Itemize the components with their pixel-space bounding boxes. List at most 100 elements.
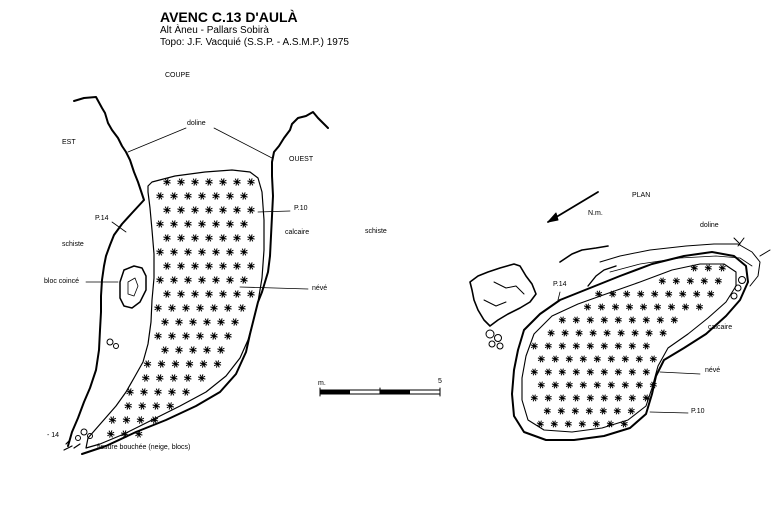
snow-star <box>642 368 650 376</box>
snow-star <box>690 264 698 272</box>
snow-star <box>170 276 178 284</box>
snow-star <box>213 360 222 368</box>
snow-star <box>578 420 586 428</box>
snow-star <box>140 388 148 396</box>
scale-unit: m. <box>318 380 326 387</box>
snow-star <box>233 206 241 214</box>
snow-star <box>233 290 241 298</box>
snow-star <box>639 303 648 311</box>
snow-star <box>182 388 190 396</box>
coupe-label-fissure: fissure bouchée (neige, blocs) <box>97 444 191 451</box>
snow-star <box>157 360 166 368</box>
snow-star <box>557 407 565 415</box>
plan-block <box>496 342 504 350</box>
snow-star <box>191 206 199 214</box>
neve-pattern-plan <box>530 264 726 428</box>
snow-star <box>593 355 601 363</box>
snow-star <box>600 342 608 350</box>
snow-star <box>226 192 234 200</box>
snow-star <box>572 368 580 376</box>
snow-star <box>614 394 622 402</box>
plan-label-p10: P.10 <box>691 408 705 415</box>
snow-star <box>558 342 566 350</box>
neve-pattern-coupe <box>106 178 255 438</box>
plan-north-label: N.m. <box>588 210 603 217</box>
snow-star <box>627 407 635 415</box>
snow-star <box>681 303 690 311</box>
snow-star <box>191 290 199 298</box>
snow-star <box>166 402 175 410</box>
snow-star <box>656 316 664 324</box>
snow-star <box>704 264 712 272</box>
snow-star <box>543 407 551 415</box>
coupe-block <box>113 343 119 349</box>
plan-doline-arrow-1 <box>733 237 745 247</box>
snow-star <box>122 416 131 424</box>
coupe-label-calcaire: calcaire <box>285 229 310 236</box>
snow-star <box>659 329 667 337</box>
snow-star <box>628 368 636 376</box>
snow-star <box>718 264 726 272</box>
snow-star <box>614 368 622 376</box>
plan-chamber-outline <box>511 251 749 441</box>
coupe-label-schiste-left: schiste <box>62 241 84 248</box>
coupe-west-wall <box>81 111 329 455</box>
survey-credit: Topo: J.F. Vacquié (S.S.P. - A.S.M.P.) 1… <box>160 37 349 48</box>
neve-outline-plan <box>521 263 737 433</box>
snow-star <box>572 316 580 324</box>
plan-doline-rim-inner <box>609 255 753 273</box>
snow-star <box>565 355 573 363</box>
snow-star <box>651 290 659 298</box>
snow-star <box>191 178 199 186</box>
snow-star <box>156 248 164 256</box>
plan-doline-rim <box>599 243 761 287</box>
snow-star <box>170 220 178 228</box>
plan-block <box>730 292 738 300</box>
snow-star <box>579 355 587 363</box>
snow-star <box>198 192 206 200</box>
coupe-east-wall <box>67 96 145 447</box>
snow-star <box>189 346 197 354</box>
snow-star <box>599 407 607 415</box>
survey-title: AVENC C.13 D'AULÀ <box>160 9 298 25</box>
plan-rock-spur <box>587 265 617 287</box>
snow-star <box>156 220 164 228</box>
snow-star <box>600 316 608 324</box>
scale-bar <box>319 387 441 397</box>
snow-star <box>196 304 204 312</box>
bloc-coince-inner <box>127 277 139 297</box>
snow-star <box>163 290 171 298</box>
snow-star <box>182 304 190 312</box>
snow-star <box>665 290 673 298</box>
snow-star <box>212 192 220 200</box>
snow-star <box>184 276 192 284</box>
snow-star <box>184 192 192 200</box>
snow-star <box>226 220 234 228</box>
snow-star <box>198 220 206 228</box>
coupe-heading: COUPE <box>165 72 190 79</box>
neve-leader-coupe <box>239 286 309 290</box>
snow-star <box>168 332 176 340</box>
snow-star <box>606 420 614 428</box>
plan-rock-top <box>559 245 609 263</box>
snow-star <box>247 206 255 214</box>
snow-star <box>597 303 606 311</box>
snow-star <box>628 342 636 350</box>
plan-label-doline: doline <box>700 222 719 229</box>
snow-star <box>217 346 225 354</box>
snow-star <box>217 318 225 326</box>
snow-star <box>613 407 621 415</box>
snow-star <box>175 346 183 354</box>
snow-star <box>152 402 161 410</box>
snow-star <box>210 332 218 340</box>
snow-star <box>163 206 171 214</box>
coupe-block <box>87 433 93 439</box>
plan-block <box>738 276 746 284</box>
snow-star <box>163 234 171 242</box>
snow-star <box>558 316 566 324</box>
snow-star <box>120 430 129 438</box>
snow-star <box>617 329 625 337</box>
snow-star <box>171 360 180 368</box>
